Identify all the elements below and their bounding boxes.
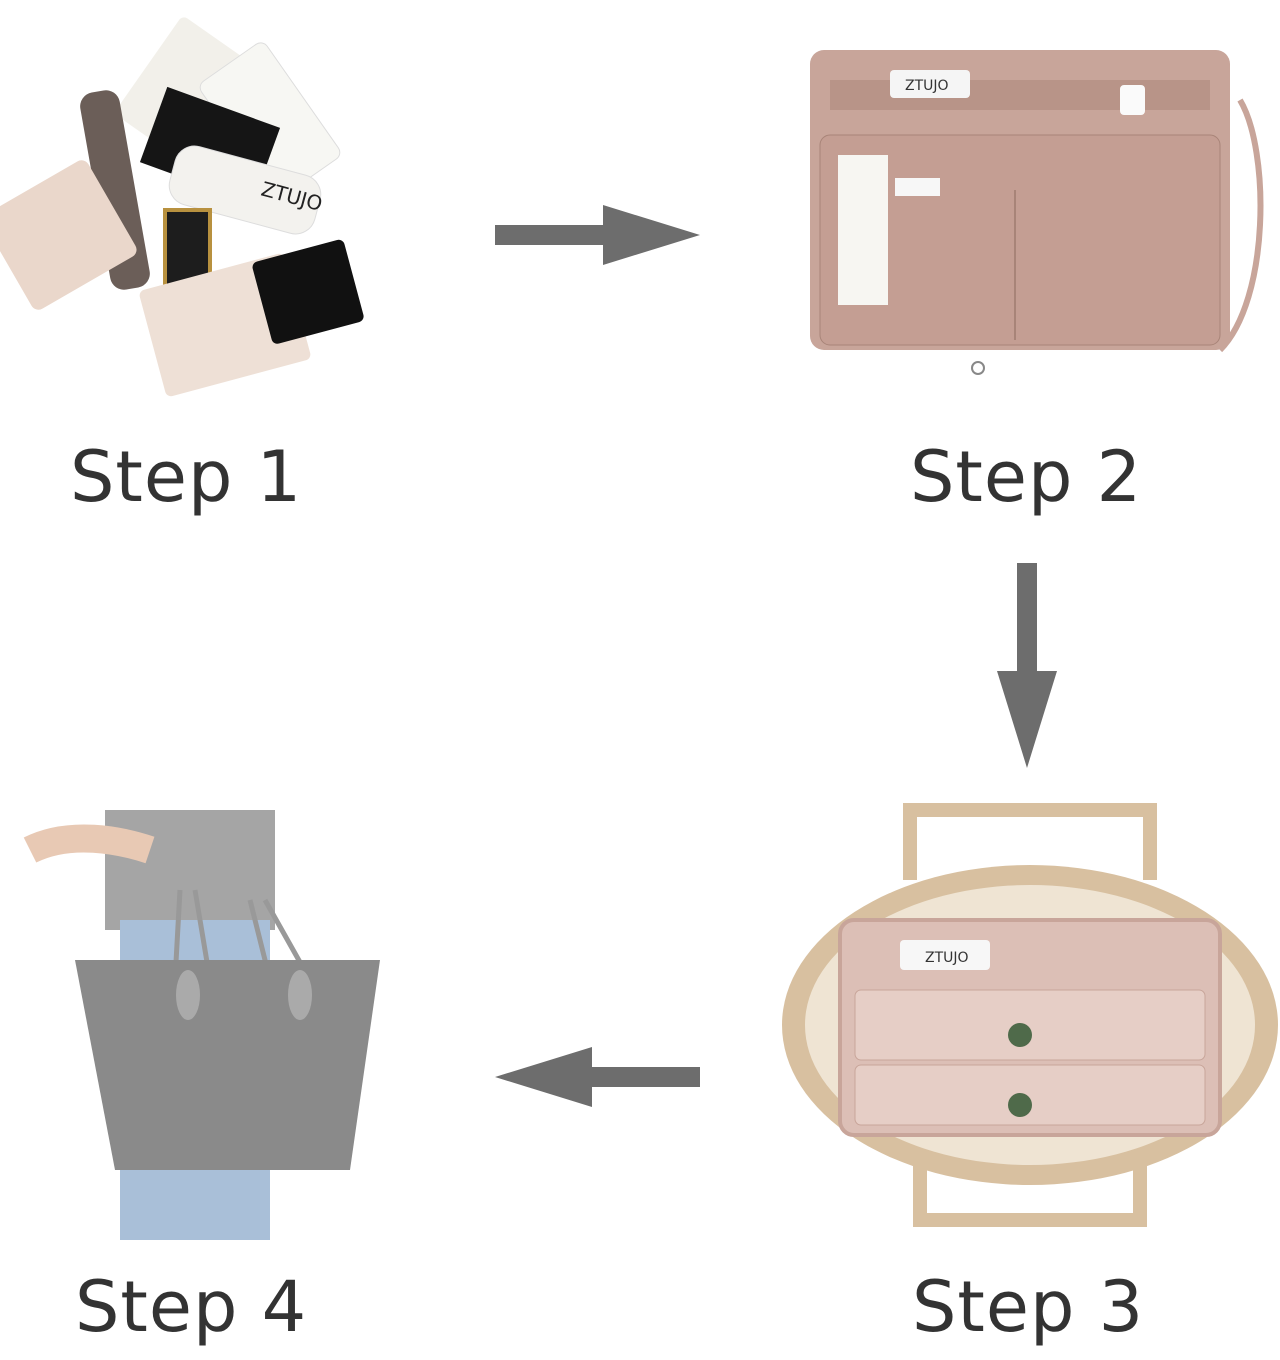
step-2-brand-text: ZTUJO [905,78,949,94]
step-2-label: Step 2 [910,436,1143,518]
arrow-down-icon [997,563,1057,768]
step-3-brand-text: ZTUJO [925,950,969,966]
arrow-right-icon [495,205,700,265]
step-1-label: Step 1 [70,436,303,518]
step-2-organizer-image: ZTUJO [810,50,1264,375]
step-1-cosmetics-image: ZTUJO [0,17,364,397]
step-4-tote-on-shoulder-image [23,810,380,1240]
step-4-label: Step 4 [75,1266,308,1348]
step-3-label: Step 3 [912,1266,1145,1348]
arrow-left-icon [495,1047,700,1107]
step-3-tote-with-organizer-image: ZTUJO [782,803,1278,1227]
